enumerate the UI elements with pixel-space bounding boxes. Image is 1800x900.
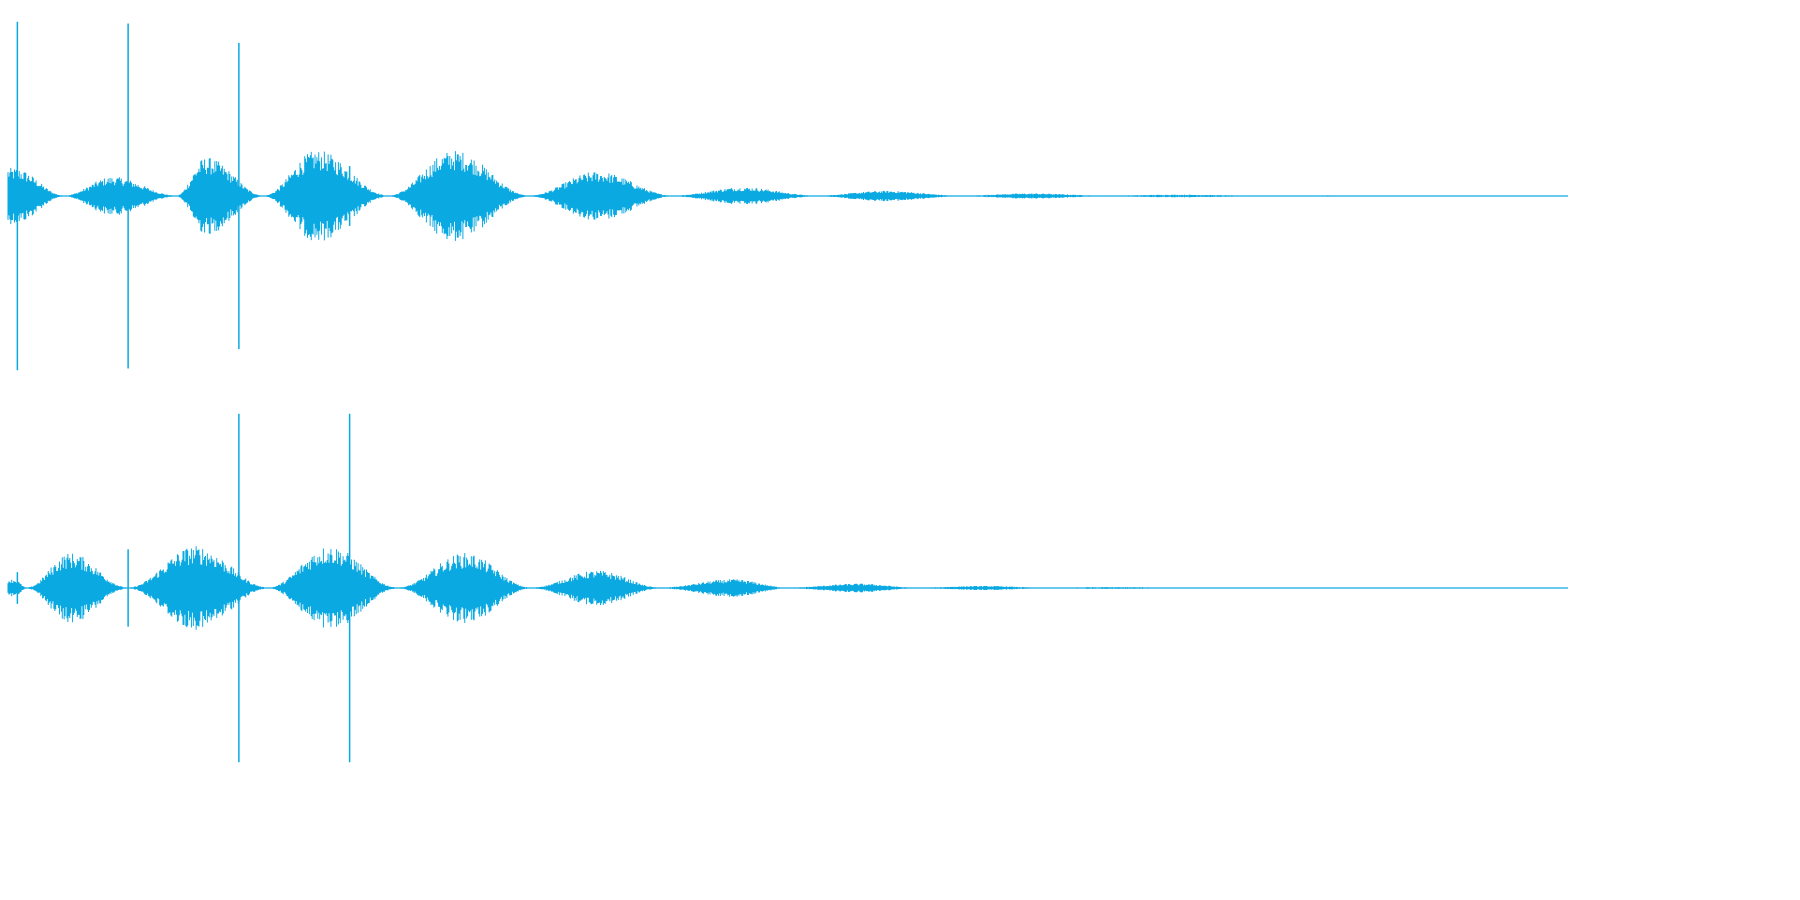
channel-1 bbox=[7, 21, 1568, 371]
channels bbox=[7, 21, 1568, 763]
channel-2 bbox=[7, 413, 1568, 763]
